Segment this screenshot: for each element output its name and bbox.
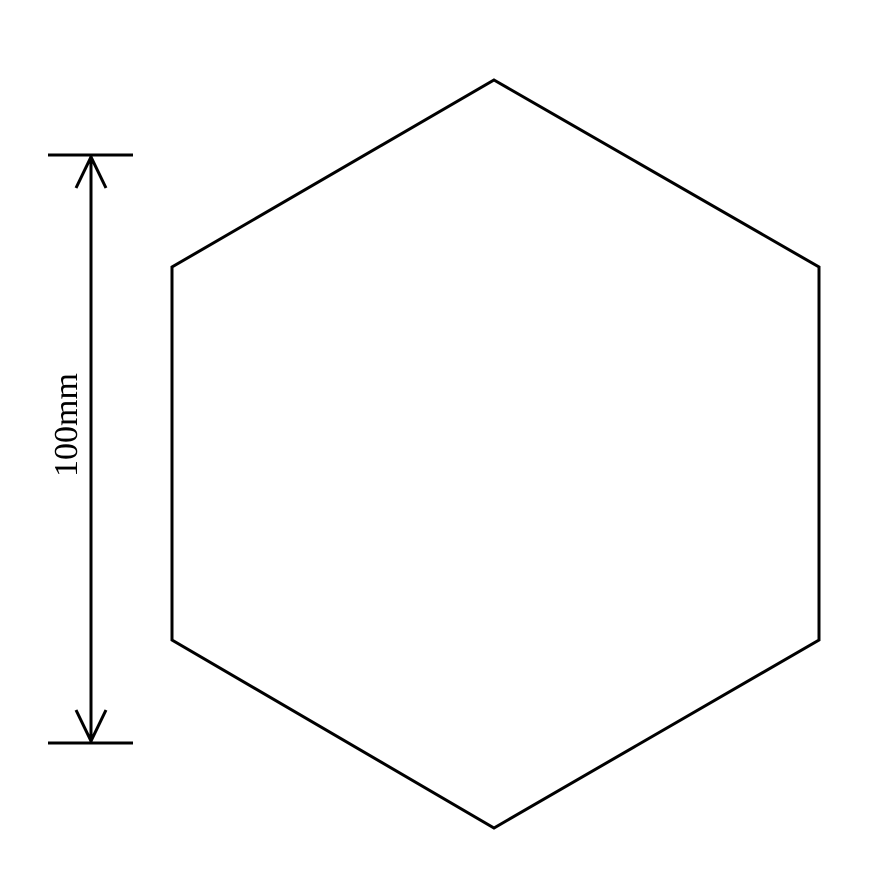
hexagon-outline [170, 78, 821, 830]
dimension-top-arrowhead [74, 153, 108, 189]
dimension-bottom-arrowhead [74, 709, 108, 745]
dimension-label: 100mm [48, 373, 85, 477]
